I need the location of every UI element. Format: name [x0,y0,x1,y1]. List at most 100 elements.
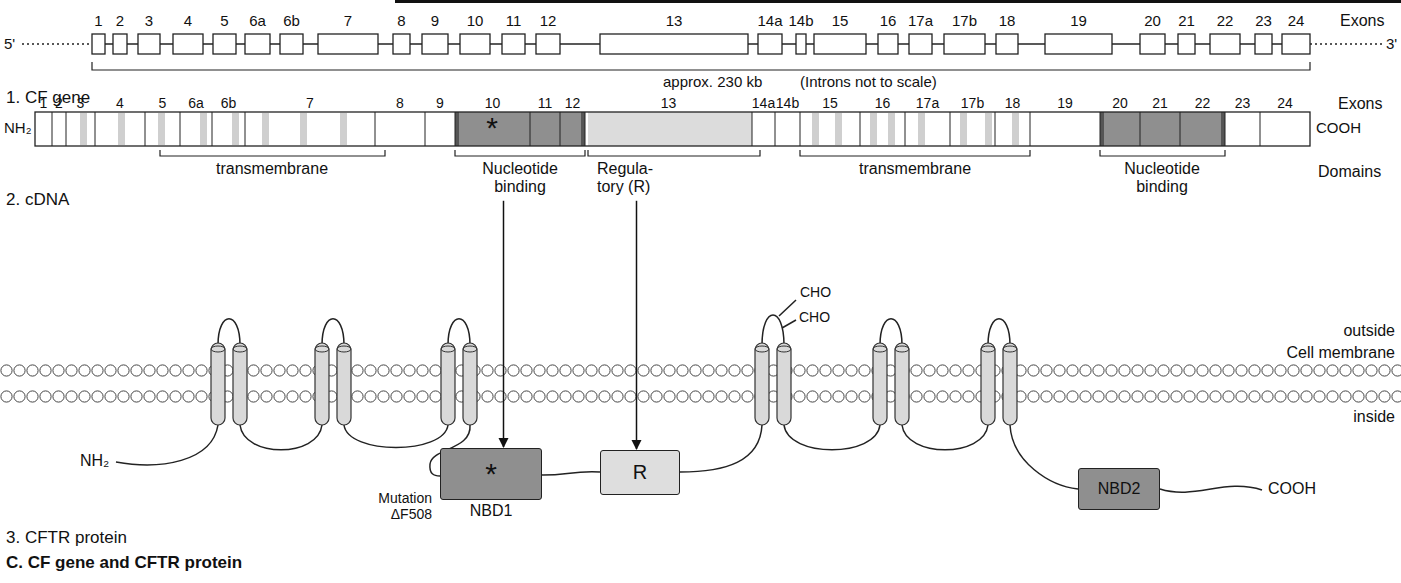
exon-divider [950,112,951,146]
sugar-label: CHO [799,309,830,325]
domain-node: R [600,450,680,495]
exon-divider [455,112,456,146]
peptide-chain [762,315,784,345]
exon-number: 15 [822,95,838,111]
peptide-chain [988,319,1010,345]
transmembrane-stripe [262,113,269,145]
peptide-chain [782,320,796,328]
exon-number: 19 [1057,95,1073,111]
peptide-chain [680,425,762,472]
exon-box [796,34,806,54]
protein-domain-box: * [440,448,542,500]
exon-box [600,34,748,54]
exon-number: 9 [431,12,439,29]
exon-number: 6a [188,95,204,111]
terminus-label: NH₂ [80,452,109,470]
exon-number: 8 [396,95,404,111]
domain-node: NBD2 [1078,468,1160,510]
exon-divider [52,112,53,146]
exon-box [113,34,127,54]
transmembrane-stripe [340,113,347,145]
transmembrane-helix [337,343,351,425]
exon-number: 4 [116,95,124,111]
transmembrane-helix [895,343,909,425]
exon-box [996,34,1018,54]
span-bracket [92,62,1310,70]
helix-cap [211,346,225,352]
exon-box [1178,34,1195,54]
transmembrane-stripe [80,113,87,145]
helix-cap [337,346,351,352]
helix-cap [895,346,909,352]
gene-row [22,34,1382,70]
helix-cap [981,346,995,352]
exon-number: 10 [485,95,501,111]
terminus-label: NH₂ [4,119,32,136]
peptide-chain [902,425,988,450]
peptide-chain [240,425,322,450]
mutation-label: Mutation ΔF508 [352,490,432,522]
exon-divider [425,112,426,146]
transmembrane-stripe [812,113,819,145]
exon-number: 5 [220,12,228,29]
peptide-chain [784,425,880,450]
transmembrane-stripe [232,113,239,145]
nbd-edge [455,112,459,146]
pointer-arrow [503,201,505,447]
transmembrane-helix [777,343,791,425]
transmembrane-stripe [870,113,877,145]
transmembrane-helix [233,343,247,425]
strand-end: 5' [4,35,15,52]
exon-number: 14a [757,12,782,29]
exon-number: 11 [538,95,553,111]
exon-box [173,34,203,54]
peptide-chain [1010,425,1078,489]
exon-box [92,34,105,54]
exon-number: 6b [283,12,300,29]
exon-box [1282,34,1310,54]
peptide-chain [322,319,344,345]
figure-caption: C. CF gene and CFTR protein [6,553,242,573]
exon-divider [860,112,861,146]
exon-box [138,34,160,54]
exon-divider [1030,112,1031,146]
domain-symbol: * [485,457,497,492]
domain-heading: Nucleotide binding [465,160,575,197]
terminus-label: COOH [1316,119,1361,136]
domain-bracket [800,150,1030,156]
lipid-layer [0,364,1401,377]
domain-name: NBD1 [440,502,542,520]
peptide-chain [1160,486,1262,492]
nbd-edge [1100,112,1104,146]
exon-number: 23 [1255,12,1272,29]
exon-number: 12 [565,95,581,111]
exon-divider [212,112,213,146]
exon-number: 7 [344,12,352,29]
exon-number: 6b [221,95,237,111]
lipid-layer [0,390,1401,403]
transmembrane-helix [981,343,995,425]
domain-bracket [1100,150,1225,156]
terminus-label: COOH [1268,480,1316,498]
peptide-chain [880,319,902,345]
exon-divider [1260,112,1261,146]
exon-number: 1 [94,12,102,29]
transmembrane-stripe [835,113,842,145]
domain-symbol: R [633,461,647,484]
exon-divider [1225,112,1226,146]
exon-box [502,34,525,54]
exon-box [280,34,303,54]
exon-number: 11 [506,12,522,29]
peptide-chain [116,425,218,465]
exon-number: 22 [1195,95,1211,111]
exon-divider [1100,112,1101,146]
exon-box [1255,34,1272,54]
exon-divider [905,112,906,146]
exon-divider [752,112,753,146]
flank-line [22,43,92,45]
exon-number: 21 [1178,12,1195,29]
transmembrane-stripe [960,113,967,145]
exon-number: 4 [184,12,192,29]
peptide-chain [218,319,240,345]
protein-domain-box: R [600,450,680,495]
